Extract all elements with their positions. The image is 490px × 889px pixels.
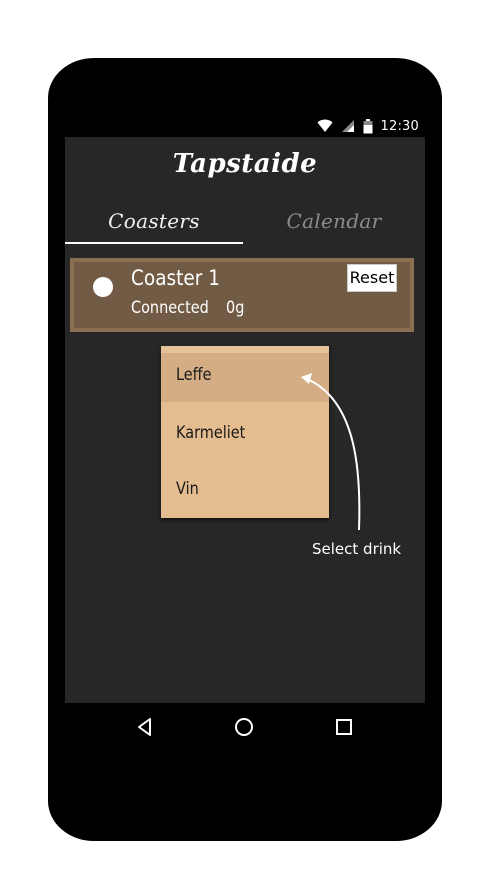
navigation-bar: [65, 703, 425, 751]
reset-button[interactable]: Reset: [347, 264, 397, 292]
menu-top-edge: [161, 346, 329, 353]
status-icons: 12:30: [317, 117, 419, 135]
back-icon[interactable]: [134, 715, 158, 739]
coaster-name: Coaster 1: [131, 266, 221, 290]
drink-option-karmeliet[interactable]: Karmeliet: [161, 404, 329, 460]
connection-status-dot: [93, 277, 113, 297]
drink-option-label: Vin: [176, 479, 199, 499]
annotation-label: Select drink: [312, 540, 402, 558]
drink-option-label: Karmeliet: [176, 423, 246, 443]
coaster-connection-status: Connected: [131, 298, 209, 318]
drink-option-label: Leffe: [176, 365, 212, 385]
status-time: 12:30: [380, 118, 419, 134]
tab-calendar[interactable]: Calendar: [286, 209, 382, 233]
tab-coasters[interactable]: Coasters: [108, 209, 200, 233]
wifi-icon: [317, 119, 333, 132]
drink-menu: Leffe Karmeliet Vin: [161, 346, 329, 518]
home-icon[interactable]: [232, 715, 256, 739]
drink-option-vin[interactable]: Vin: [161, 460, 329, 516]
coaster-weight: 0g: [226, 298, 245, 318]
device-screen: 12:30 Tapstaide Coasters Calendar Coaste…: [65, 113, 425, 751]
recents-icon[interactable]: [332, 715, 356, 739]
battery-icon: [363, 118, 373, 133]
active-tab-indicator: [65, 242, 243, 244]
coaster-card[interactable]: Coaster 1 Connected 0g Reset: [70, 258, 414, 332]
drink-option-leffe[interactable]: Leffe: [161, 346, 329, 402]
app-title: Tapstaide: [172, 149, 318, 179]
status-bar: 12:30: [65, 113, 425, 137]
signal-icon: [341, 120, 354, 132]
tab-bar: Coasters Calendar: [65, 201, 425, 245]
